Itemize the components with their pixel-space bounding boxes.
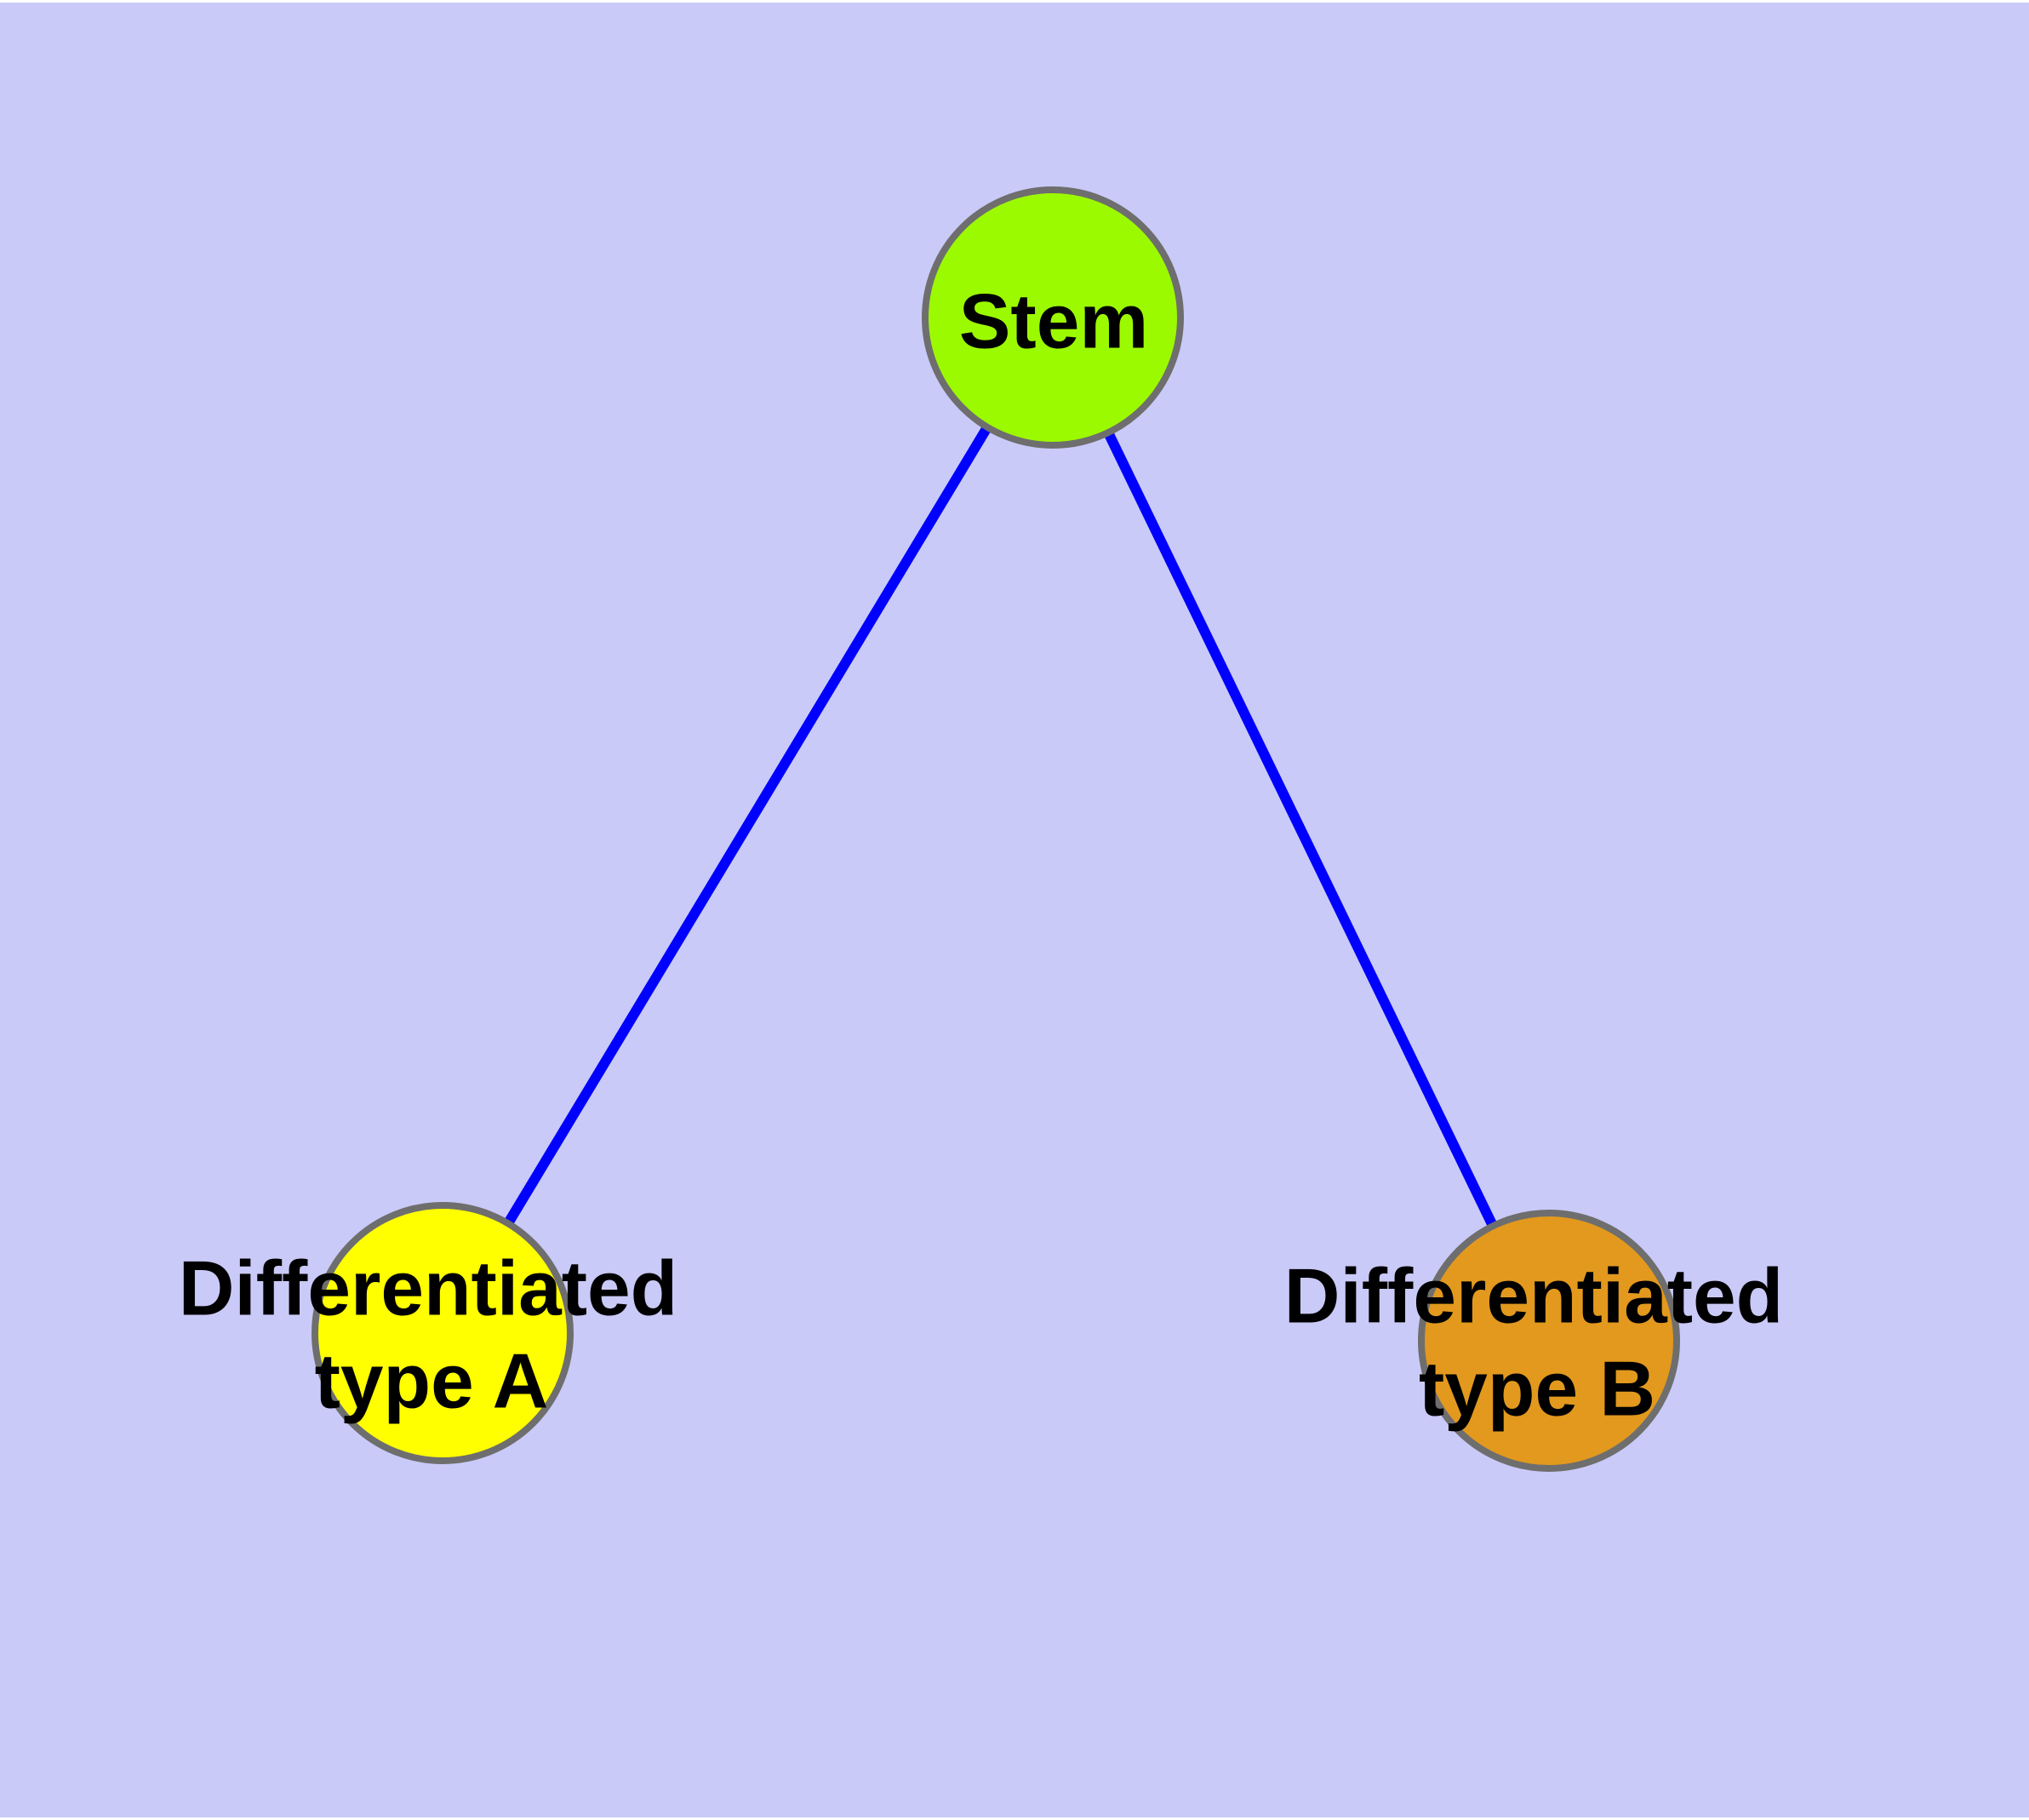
node-group-type-b: Differentiated type B xyxy=(1284,1210,1784,1472)
node-type-a-label-line2: type A xyxy=(315,1339,549,1425)
node-group-stem: Stem xyxy=(922,186,1184,449)
node-type-b-circle xyxy=(1418,1210,1680,1472)
node-type-b-label-line1: Differentiated xyxy=(1284,1254,1784,1340)
node-group-type-a: Differentiated type A xyxy=(179,1202,678,1464)
node-type-b-label-line2: type B xyxy=(1419,1347,1655,1433)
edge-stem-to-type-a xyxy=(503,424,992,1227)
node-type-a-circle xyxy=(311,1202,574,1464)
node-stem-label: Stem xyxy=(959,279,1149,365)
edge-stem-to-type-b xyxy=(1103,430,1498,1228)
node-type-a-label-line1: Differentiated xyxy=(179,1246,678,1332)
node-stem-circle xyxy=(922,186,1184,449)
